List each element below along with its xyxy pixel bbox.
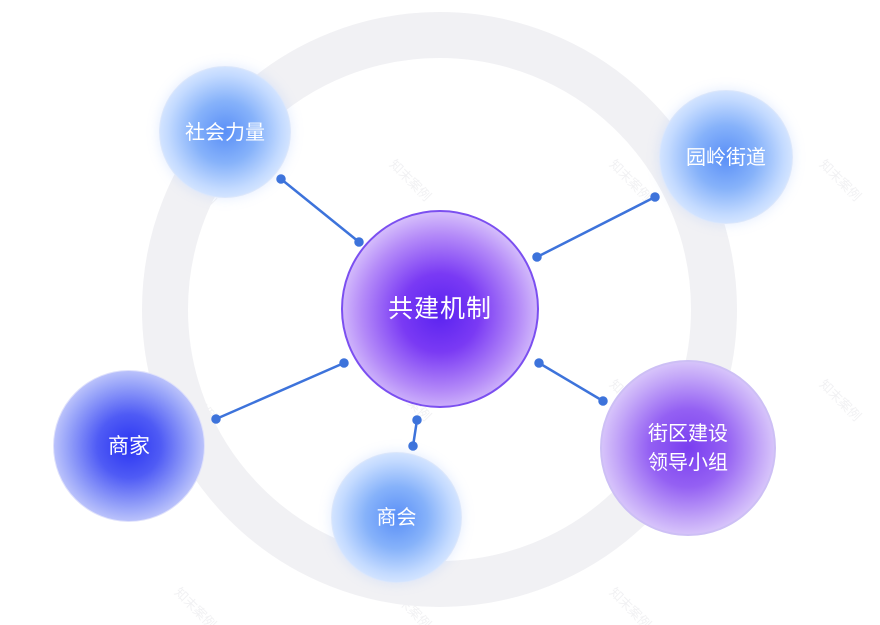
node-yuanling-jiedao: 园岭街道 xyxy=(659,90,793,224)
node-label: 商会 xyxy=(376,505,417,529)
connector-jiequ xyxy=(534,358,608,406)
node-label: 园岭街道 xyxy=(686,144,766,169)
center-node: 共建机制 xyxy=(341,210,539,408)
connector-shanghui xyxy=(408,415,422,451)
node-label-line1: 街区建设 xyxy=(648,421,728,445)
node-shanghui: 商会 xyxy=(331,452,462,583)
node-label: 社会力量 xyxy=(185,119,265,144)
connector-shehui xyxy=(276,174,364,247)
node-label: 商家 xyxy=(108,433,150,458)
node-shehui-liliang: 社会力量 xyxy=(159,66,291,198)
connector-shangjia xyxy=(211,358,349,424)
center-label: 共建机制 xyxy=(387,293,492,323)
node-shangjia: 商家 xyxy=(53,370,205,522)
node-jiequ-lingdao-xiaozu: 街区建设 领导小组 xyxy=(600,360,776,536)
connector-yuanling xyxy=(532,192,660,262)
node-label-line2: 领导小组 xyxy=(648,450,728,474)
